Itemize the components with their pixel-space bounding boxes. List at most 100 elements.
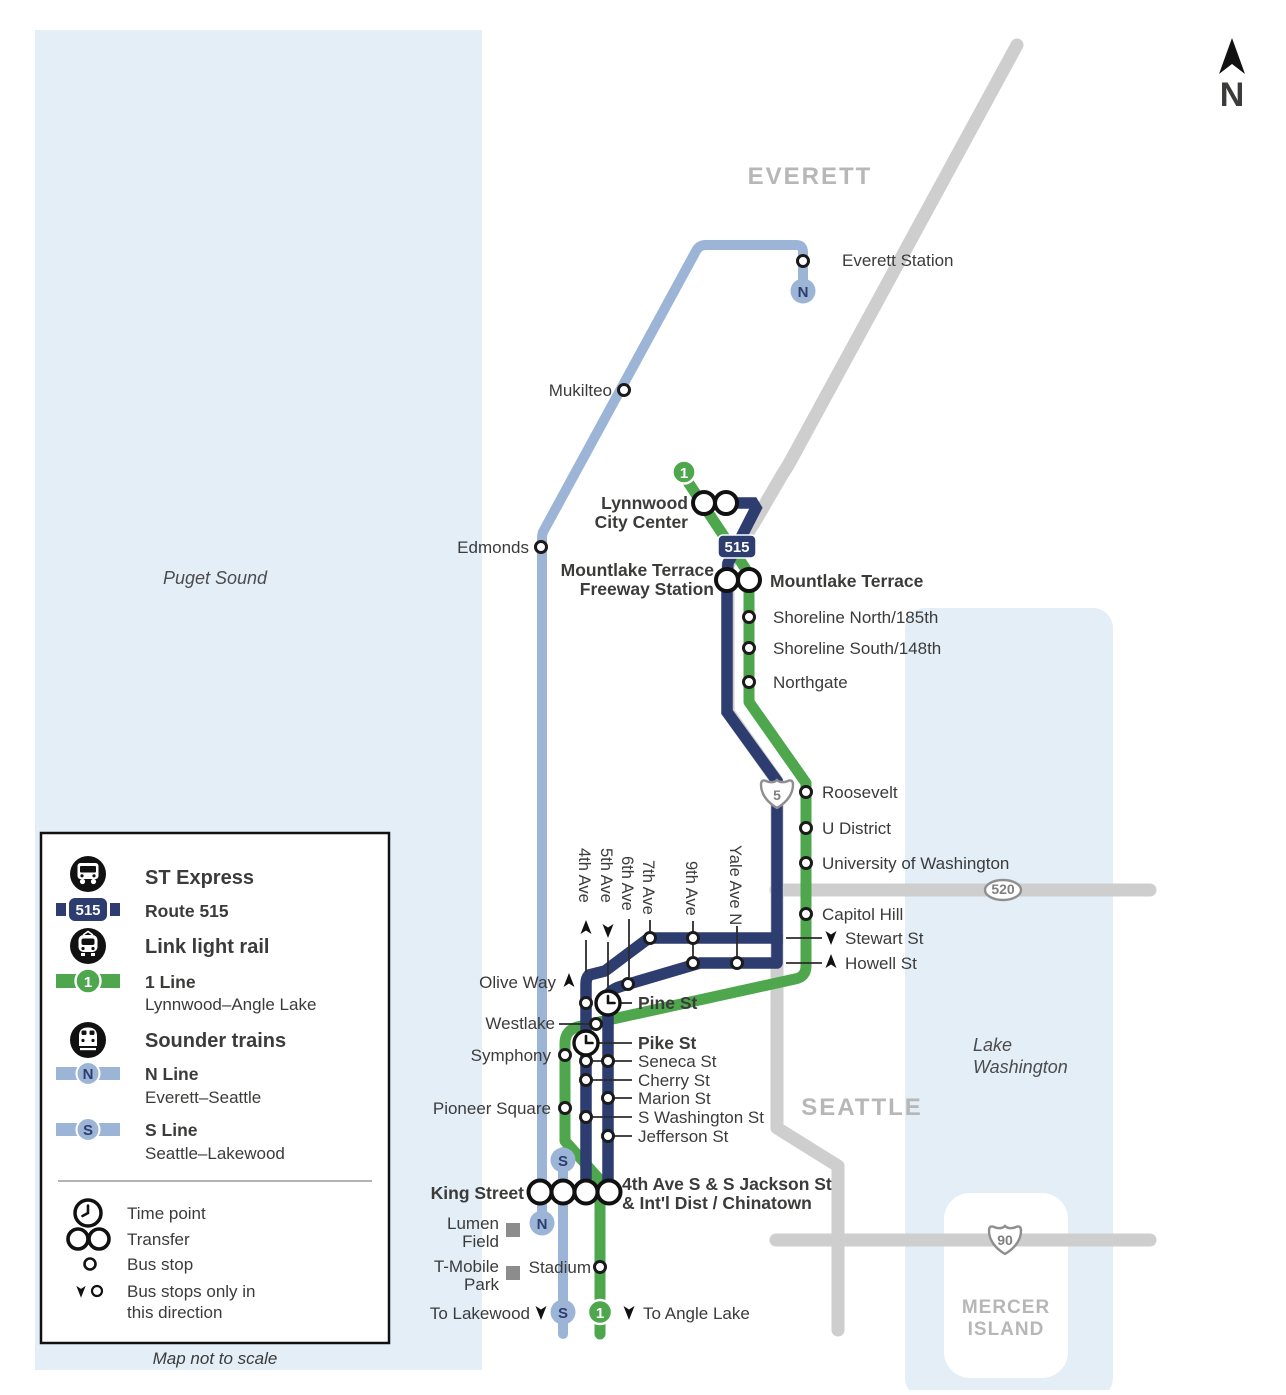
label-7th-ave: 7th Ave [639,860,657,915]
region-seattle: SEATTLE [801,1094,923,1121]
legend-s-line-sub: Seattle–Lakewood [145,1144,285,1163]
label-seneca-st: Seneca St [638,1052,717,1071]
i5-shield-number: 5 [773,787,781,803]
svg-text:515: 515 [75,902,100,919]
legend-route-515-badge: 515 [56,898,120,921]
time-point-pike-icon [572,1029,600,1057]
label-westlake: Westlake [485,1014,555,1033]
label-5th-ave: 5th Ave [597,848,615,903]
legend-transfer-icon [66,1227,111,1251]
stop-pine-4th [579,996,593,1010]
label-to-lakewood: To Lakewood [430,1304,530,1323]
svg-text:N: N [537,1216,548,1233]
north-compass: N [1219,38,1245,114]
transfer-lynnwood-icon [691,490,739,516]
label-shoreline-south: Shoreline South/148th [773,639,941,658]
bus-stop-everett-station [796,254,810,268]
i90-shield-icon: 90 [987,1224,1023,1256]
map-note: Map not to scale [153,1349,278,1368]
stop-roosevelt [799,785,813,799]
label-intl-district-2: & Int'l Dist / Chinatown [622,1193,812,1213]
stop-howell-9th [686,956,700,970]
label-intl-district-1: 4th Ave S & S Jackson St [622,1174,832,1194]
label-tmobile-park-1: T-Mobile [434,1257,499,1276]
legend: ST Express 515 Route 515 Link light rail… [39,831,391,1345]
legend-time-point-icon [73,1198,103,1228]
time-point-pine-icon [594,989,622,1017]
stop-stewart-9th [686,931,700,945]
label-king-street: King Street [431,1183,525,1203]
label-cherry-st: Cherry St [638,1071,710,1090]
label-lumen-field-1: Lumen [447,1214,499,1233]
down-arrow-5th-ave-icon [602,924,614,938]
label-capitol-hill: Capitol Hill [822,905,903,924]
legend-s-line: S Line [145,1120,198,1140]
stop-stewart-7th [643,931,657,945]
legend-link: Link light rail [145,936,269,958]
route-515-badge: 515 [717,534,757,559]
legend-transfer: Transfer [127,1230,190,1249]
stop-westlake [589,1017,603,1031]
st-express-bus-icon [70,856,106,892]
label-tmobile-park-2: Park [464,1275,499,1294]
svg-text:1: 1 [596,1305,604,1322]
label-stewart-st: Stewart St [845,929,924,948]
line-1-badge-top: 1 [671,459,697,485]
legend-n-line-badge: N [56,1061,120,1086]
legend-direction-icon [76,1284,104,1298]
label-olive-way: Olive Way [479,973,556,992]
label-university-of-washington: University of Washington [822,854,1009,873]
label-to-angle-lake: To Angle Lake [643,1304,750,1323]
stop-seneca-4th [579,1054,593,1068]
svg-text:S: S [558,1305,568,1322]
legend-route-515: Route 515 [145,901,229,921]
legend-sounder: Sounder trains [145,1030,286,1052]
svg-text:1: 1 [680,465,688,482]
label-9th-ave: 9th Ave [682,861,700,916]
legend-1-line-badge: 1 [56,967,120,995]
label-puget-sound: Puget Sound [163,568,268,588]
up-arrow-olive-way-icon [563,973,575,987]
transfer-king-street-icon [526,1178,623,1206]
sounder-train-icon [70,1022,106,1058]
svg-text:N: N [798,284,809,301]
i90-shield-number: 90 [997,1232,1013,1248]
label-marion-st: Marion St [638,1089,711,1108]
stop-northgate [742,675,756,689]
label-everett-station: Everett Station [842,251,954,270]
n-line-badge-everett: N [790,278,816,304]
svg-text:515: 515 [724,539,749,556]
label-lake-washington-1: Lake [973,1035,1012,1055]
legend-n-line: N Line [145,1064,199,1084]
stop-university-of-washington [799,856,813,870]
label-lake-washington-2: Washington [973,1057,1068,1077]
label-symphony: Symphony [471,1046,552,1065]
up-arrow-4th-ave-icon [580,920,592,934]
label-mountlake-freeway-1: Mountlake Terrace [561,560,715,580]
label-pike-st: Pike St [638,1033,697,1053]
svg-text:S: S [558,1153,568,1170]
label-mountlake-freeway-2: Freeway Station [580,579,714,599]
s-line-badge-bottom: S [550,1299,576,1325]
stop-marion [601,1091,615,1105]
down-arrow-stewart-icon [825,931,837,945]
region-everett: EVERETT [748,163,873,190]
label-stadium: Stadium [529,1258,591,1277]
s-line-badge-king-street: S [550,1147,576,1173]
line-1-badge-bottom: 1 [586,1298,614,1326]
stop-jefferson [601,1129,615,1143]
label-roosevelt: Roosevelt [822,783,898,802]
stop-s-washington [579,1110,593,1124]
legend-s-line-badge: S [56,1117,120,1142]
down-arrow-angle-lake-icon [623,1306,635,1320]
label-lynnwood-1: Lynnwood [601,493,688,513]
label-northgate: Northgate [773,673,848,692]
legend-time-point: Time point [127,1204,206,1223]
svg-text:S: S [83,1122,93,1139]
label-pioneer-square: Pioneer Square [433,1099,551,1118]
svg-text:1: 1 [84,974,92,991]
north-label: N [1220,76,1245,114]
bus-stop-edmonds [534,540,548,554]
down-arrow-lakewood-icon [535,1306,547,1320]
